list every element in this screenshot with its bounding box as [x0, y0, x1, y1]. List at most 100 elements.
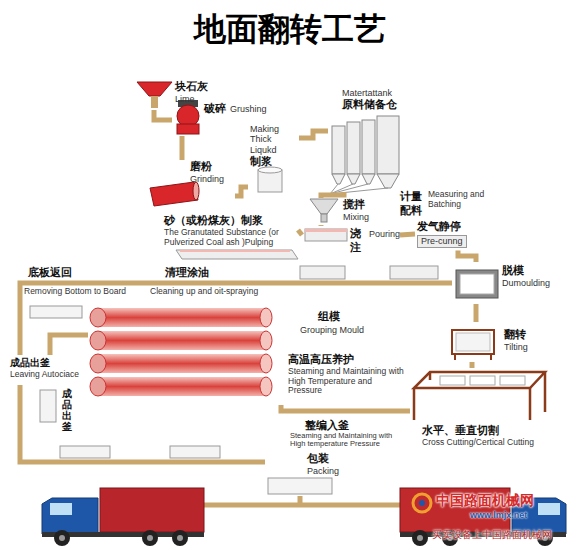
stage-label: Cleaning up and oit-spraying — [150, 287, 258, 297]
truck-left — [100, 488, 204, 532]
demoulding-mould — [456, 270, 498, 298]
autoclave — [90, 308, 272, 396]
conveyor-line — [281, 405, 410, 411]
packing-box — [268, 478, 332, 494]
process-step: 搅拌Mixing — [305, 198, 385, 225]
step-text-group: 搅拌Mixing — [343, 198, 369, 222]
step-text-group: 翻转Tilting — [504, 328, 528, 352]
conveyor-line — [319, 223, 324, 229]
conveyor-line — [204, 496, 400, 505]
conveyor-line — [50, 335, 88, 355]
cutting-frame — [500, 376, 525, 385]
watermark: 中国路面机械网 — [436, 492, 534, 510]
autoclave — [98, 331, 266, 350]
transfer-box — [170, 446, 220, 458]
sand-pulping-tank — [180, 250, 290, 252]
step-subtitle: 制浆 — [250, 155, 272, 169]
slurry-tank — [258, 167, 282, 192]
conveyor-line — [298, 230, 302, 235]
tilting-frame — [452, 330, 494, 354]
process-step: 包装Packing — [265, 452, 345, 496]
autoclave — [260, 354, 272, 373]
autoclave — [260, 377, 272, 396]
step-name: 包装 — [307, 452, 329, 466]
demoulding-mould — [460, 274, 494, 294]
process-step: 脱模Dumoulding — [452, 262, 553, 304]
autoclave — [90, 331, 106, 350]
step-name: 翻转 — [504, 328, 526, 342]
packing-box — [268, 478, 332, 494]
stage-label: 组模 — [318, 310, 340, 324]
storage-silos — [330, 116, 399, 194]
process-step: Making Thick Liqukd制浆 — [248, 124, 299, 194]
autoclave — [90, 308, 106, 327]
conveyor-line — [299, 131, 328, 138]
truck-left — [177, 535, 183, 541]
mixer-funnel — [321, 214, 327, 222]
step-subtitle: Pouring — [369, 229, 400, 239]
conveyor-line — [458, 251, 476, 262]
process-step: 浇注Pouring — [302, 226, 400, 258]
lime-hopper — [137, 82, 172, 108]
stage-label: 成品出釜 — [62, 388, 72, 432]
step-name: 水平、垂直切割 — [422, 424, 499, 438]
cutting-frame — [414, 372, 545, 420]
step-text-group: 块石灰Lime — [175, 80, 208, 104]
mould-car — [390, 266, 438, 279]
stage-label: 清理涂油 — [165, 266, 209, 280]
stage-label: 底板返回 — [28, 266, 72, 280]
step-text-group: Matertattank原料储备仓 — [342, 88, 397, 112]
step-name: Making Thick Liqukd — [250, 124, 296, 155]
step-text-group: 砂（或粉煤灰）制浆The Granutated Substance (or Pu… — [164, 214, 294, 247]
process-step: 砂（或粉煤灰）制浆The Granutated Substance (or Pu… — [160, 214, 298, 262]
process-step: 块石灰Lime — [135, 80, 213, 110]
conveyor-line — [321, 192, 344, 198]
step-text-group: Making Thick Liqukd制浆 — [250, 124, 296, 169]
autoclave — [98, 308, 266, 327]
transfer-box — [40, 390, 56, 422]
step-subtitle: Mixing — [343, 212, 369, 222]
storage-silos — [377, 174, 399, 188]
crusher — [177, 124, 199, 134]
storage-silos — [332, 174, 345, 184]
pouring-mould — [305, 229, 347, 241]
step-subtitle: Grinding — [190, 174, 224, 184]
cutting-frame — [414, 372, 545, 420]
conveyor-line — [235, 187, 248, 196]
step-subtitle: Tilting — [504, 342, 528, 352]
autoclave — [98, 354, 266, 373]
step-text-group: 磨粉Grinding — [190, 160, 224, 184]
process-step: 磨粉Grinding — [145, 160, 235, 208]
step-name: 磨粉 — [190, 160, 212, 174]
truck-right — [417, 535, 423, 541]
lime-hopper — [137, 82, 172, 96]
step-name: 搅拌 — [343, 198, 365, 212]
sand-pulping-tank — [176, 250, 298, 259]
stage-label: 整编入釜 — [305, 419, 349, 433]
watermark-logo — [413, 494, 431, 512]
mould-car — [300, 266, 345, 279]
conveyor-line — [474, 304, 479, 322]
step-text-group: 高温高压养护Steaming and Maintaining with High… — [288, 353, 406, 396]
sand-pulping-tank — [176, 250, 298, 259]
truck-right — [400, 488, 566, 546]
step-subtitle: Pre-cunng — [417, 235, 467, 248]
stage-label: 计量配料 — [400, 190, 426, 218]
storage-silos — [347, 174, 360, 184]
step-subtitle: Lime — [175, 94, 195, 104]
storage-silos — [347, 122, 360, 174]
watermark-logo — [413, 494, 431, 512]
storage-silos — [362, 120, 375, 174]
truck-left — [50, 503, 72, 515]
step-name: 破碎 — [204, 102, 226, 116]
watermark-logo — [419, 500, 425, 506]
truck-left — [42, 488, 204, 546]
diagram-title: 地面翻转工艺 — [0, 8, 580, 52]
step-text-group: 包装Packing — [307, 452, 339, 476]
process-step: 水平、垂直切割Cross Cutting/Certical Cutting — [410, 368, 560, 451]
conveyor-line — [180, 136, 185, 160]
grinding-drum — [193, 182, 199, 200]
demoulding-mould — [456, 270, 498, 298]
